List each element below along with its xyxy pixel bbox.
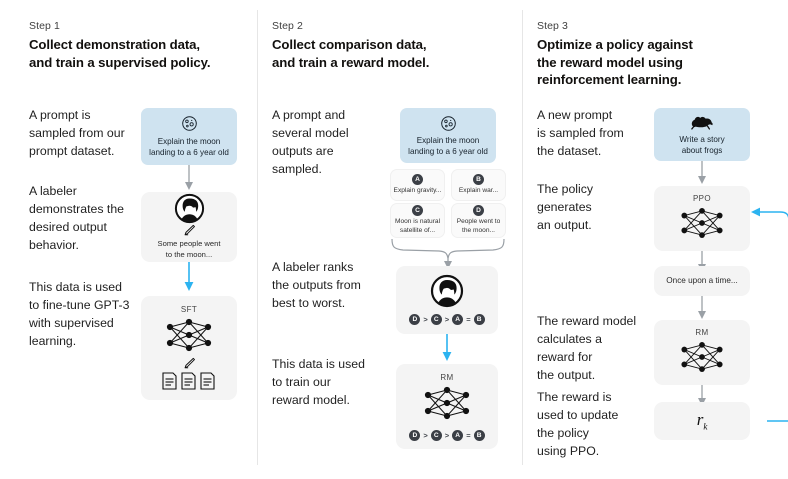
rm-rank-op-2: >	[444, 430, 450, 440]
column-divider-2	[522, 10, 523, 465]
reward-subscript: k	[703, 421, 708, 432]
reward-symbol: r	[696, 410, 704, 430]
step-1-sft-box[interactable]: SFT	[141, 296, 237, 400]
step-1-title-line-1: Collect demonstration data,	[29, 37, 200, 52]
step-2-ranking-row: D > C > A = B	[409, 314, 485, 325]
step-1-label: Step 1	[29, 20, 60, 32]
step-1-prompt-text: Explain the moon landing to a 6 year old	[149, 137, 229, 157]
labeler-avatar-icon	[430, 274, 464, 308]
rank-op-3: =	[466, 315, 471, 324]
step-2-caption-2: A labeler ranks the outputs from best to…	[272, 260, 361, 310]
step-2-brace-arrow	[389, 238, 509, 270]
step-3-caption-4: The reward is used to update the policy …	[537, 390, 619, 458]
step-2-reward-ranking-row: D > C > A = B	[409, 429, 485, 441]
rank-badge-4: B	[473, 314, 485, 325]
step-3-prompt-text: Write a story about frogs	[679, 134, 725, 155]
moon-icon	[181, 115, 198, 132]
output-text-d: People went to the moon...	[456, 218, 501, 234]
output-card-a[interactable]: A Explain gravity...	[391, 170, 444, 200]
step-2-caption-1: A prompt and several model outputs are s…	[272, 108, 349, 176]
output-card-d[interactable]: D People went to the moon...	[452, 204, 505, 237]
step-1-arrow-2	[182, 262, 196, 292]
step-2-ranking-box[interactable]: D > C > A = B	[396, 266, 498, 334]
step-1-title-line-2: and train a supervised policy.	[29, 54, 211, 70]
rank-badge-3: A	[452, 314, 464, 325]
step-3-column: Step 3 Optimize a policy against the rew…	[523, 0, 788, 479]
output-card-b[interactable]: B Explain war...	[452, 170, 505, 200]
reward-value: rk	[697, 410, 708, 431]
rm-rank-badge-1: D	[409, 429, 421, 441]
step-2-title: Collect comparison data, and train a rew…	[272, 36, 429, 71]
column-divider-1	[257, 10, 258, 465]
output-text-a: Explain gravity...	[393, 187, 442, 195]
step-3-reward-model-box[interactable]: RM	[654, 320, 750, 385]
pencil-icon	[182, 224, 196, 236]
step-3-prompt-box[interactable]: Write a story about frogs	[654, 108, 750, 161]
step-2-title-line-1: Collect comparison data,	[272, 37, 427, 52]
step-1-title: Collect demonstration data, and train a …	[29, 36, 211, 71]
step-1-labeler-box[interactable]: Some people went to the moon...	[141, 192, 237, 262]
step-3-output-box[interactable]: Once upon a time...	[654, 266, 750, 296]
rm-rank-badge-3: A	[452, 429, 464, 441]
step-1-labeler-text: Some people went to the moon...	[157, 239, 221, 259]
neural-network-icon	[675, 203, 729, 243]
step-2-label: Step 2	[272, 20, 303, 32]
rank-op-2: >	[444, 315, 450, 324]
step-2-title-line-2: and train a reward model.	[272, 54, 430, 70]
step-1-caption-2: A labeler demonstrates the desired outpu…	[29, 184, 125, 252]
step-3-title-line-3: reinforcement learning.	[537, 72, 682, 87]
step-3-title-line-1: Optimize a policy against	[537, 37, 693, 52]
step-3-policy-box[interactable]: PPO	[654, 186, 750, 251]
step-3-caption-1: A new prompt is sampled from the dataset…	[537, 108, 624, 158]
step-3-caption-3: The reward model calculates a reward for…	[537, 314, 637, 382]
step-3-reward-value-box[interactable]: rk	[654, 402, 750, 440]
step-1-arrow-1	[182, 165, 196, 191]
step-2-prompt-box[interactable]: Explain the moon landing to a 6 year old	[400, 108, 496, 163]
step-3-caption-2: The policy generates an output.	[537, 182, 594, 232]
step-1-model-label: SFT	[180, 305, 198, 314]
step-3-label: Step 3	[537, 20, 568, 32]
output-badge-c: C	[412, 205, 423, 217]
step-3-reward-label: RM	[695, 328, 709, 337]
rm-rank-badge-2: C	[430, 429, 442, 441]
rm-rank-op-3: =	[466, 430, 471, 440]
step-3-title: Optimize a policy against the reward mod…	[537, 36, 693, 89]
labeler-avatar-icon	[174, 193, 204, 224]
step-2-reward-model-box[interactable]: RM D	[396, 364, 498, 449]
ppo-feedback-loop-arrow	[747, 205, 788, 427]
step-2-prompt-text: Explain the moon landing to a 6 year old	[408, 135, 488, 156]
step-3-arrow-1	[695, 161, 709, 185]
step-2-arrow-2	[440, 334, 454, 362]
output-badge-d: D	[473, 205, 484, 217]
rank-op-1: >	[423, 315, 428, 324]
documents-icon	[161, 371, 217, 391]
step-1-prompt-box[interactable]: Explain the moon landing to a 6 year old	[141, 108, 237, 165]
output-badge-a: A	[412, 174, 423, 186]
pencil-icon	[182, 357, 196, 369]
rm-rank-badge-4: B	[473, 429, 485, 441]
neural-network-icon	[675, 337, 729, 377]
step-2-model-label: RM	[440, 372, 454, 382]
neural-network-icon	[418, 382, 476, 424]
output-card-c[interactable]: C Moon is natural satellite of...	[391, 204, 444, 237]
step-3-policy-label: PPO	[692, 194, 712, 203]
rank-badge-2: C	[430, 314, 442, 325]
neural-network-icon	[160, 314, 218, 356]
moon-icon	[440, 115, 457, 132]
rm-rank-op-1: >	[423, 430, 428, 440]
rank-badge-1: D	[409, 314, 421, 325]
step-3-arrow-3	[695, 296, 709, 320]
step-1-column: Step 1 Collect demonstration data, and t…	[0, 0, 258, 479]
output-badge-b: B	[473, 174, 484, 186]
step-3-title-line-2: the reward model using	[537, 54, 683, 70]
output-text-c: Moon is natural satellite of...	[394, 218, 441, 234]
step-3-output-text: Once upon a time...	[666, 275, 738, 285]
step-1-caption-3: This data is used to fine-tune GPT-3 wit…	[29, 280, 130, 348]
step-1-caption-1: A prompt is sampled from our prompt data…	[29, 108, 125, 158]
output-text-b: Explain war...	[458, 187, 499, 195]
frog-icon	[690, 114, 714, 130]
step-2-column: Step 2 Collect comparison data, and trai…	[258, 0, 523, 479]
step-2-caption-3: This data is used to train our reward mo…	[272, 357, 365, 407]
